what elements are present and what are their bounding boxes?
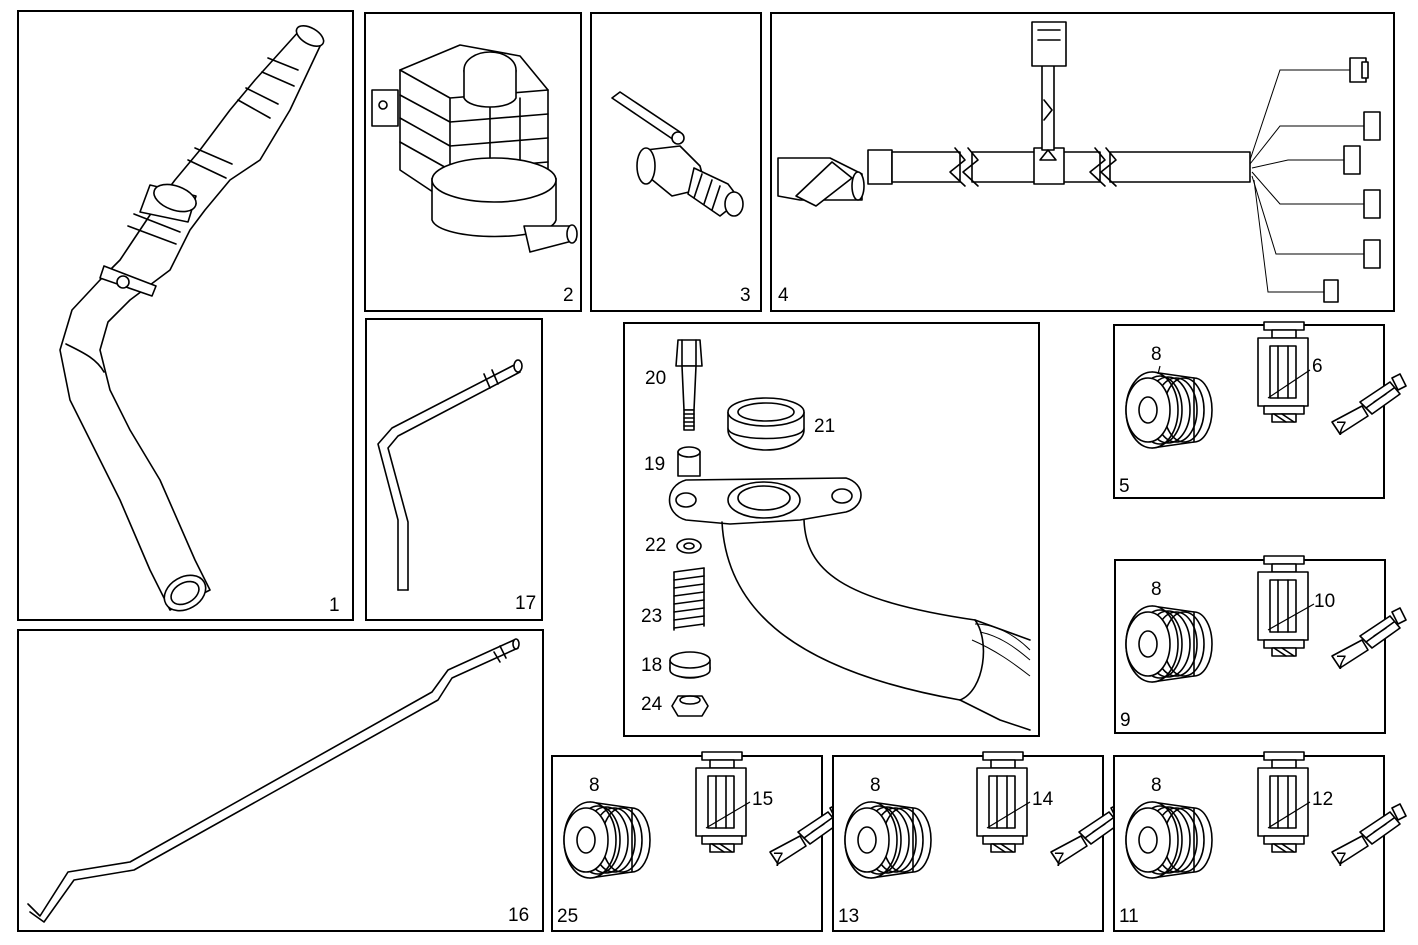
- callout-19: 19: [644, 454, 665, 475]
- panel-1-filler-hose: 1: [17, 10, 354, 621]
- panel-25-connector-kit: 8 15 7 25: [551, 752, 844, 932]
- callout-11-12: 12: [1312, 789, 1333, 810]
- panel-label-25: 25: [557, 906, 578, 927]
- panel-label-5: 5: [1119, 476, 1130, 497]
- callout-13-14: 14: [1032, 789, 1054, 810]
- panel-label-4: 4: [778, 285, 789, 306]
- panel-9-connector-kit: 8 10 7 9: [1114, 556, 1406, 734]
- panel-label-11: 11: [1119, 906, 1139, 927]
- callout-13-7: 7: [1054, 850, 1065, 871]
- panel-label-9: 9: [1120, 710, 1131, 731]
- panel-11-connector-kit: 8 12 7 11: [1113, 752, 1406, 932]
- panel-3-valve: 3: [590, 12, 762, 312]
- callout-24: 24: [641, 694, 663, 715]
- callout-13-8: 8: [870, 775, 881, 796]
- panel-label-17: 17: [515, 593, 536, 614]
- panel-label-16: 16: [508, 905, 529, 926]
- panel-center-flange-assembly: 20 21 19 22 23 18: [623, 322, 1040, 737]
- panel-label-3: 3: [740, 285, 751, 306]
- callout-5-6: 6: [1312, 356, 1323, 377]
- callout-25-15: 15: [752, 789, 773, 810]
- callout-18: 18: [641, 655, 662, 676]
- callout-20: 20: [645, 368, 666, 389]
- panel-label-2: 2: [563, 285, 574, 306]
- callout-25-7: 7: [773, 850, 784, 871]
- callout-5-7: 7: [1336, 419, 1347, 440]
- panel-2-pump-unit: 2: [364, 12, 582, 312]
- panel-13-connector-kit: 8 14 7 13: [832, 752, 1125, 932]
- callout-9-8: 8: [1151, 579, 1162, 600]
- callout-11-7: 7: [1336, 850, 1347, 871]
- callout-9-10: 10: [1314, 591, 1335, 612]
- callout-22: 22: [645, 535, 666, 556]
- callout-9-7: 7: [1336, 653, 1347, 674]
- callout-25-8: 8: [589, 775, 600, 796]
- callout-21: 21: [814, 416, 835, 437]
- panel-16-long-rod: 16: [17, 629, 544, 932]
- panel-label-1: 1: [329, 595, 340, 616]
- panel-5-connector-kit: 8 6 7 5: [1113, 322, 1406, 499]
- callout-23: 23: [641, 606, 662, 627]
- panel-17-tube: 17: [365, 318, 543, 621]
- callout-5-8: 8: [1151, 344, 1162, 365]
- callout-11-8: 8: [1151, 775, 1162, 796]
- panel-4-wiring-harness: 4: [770, 12, 1395, 312]
- panel-label-13: 13: [838, 906, 859, 927]
